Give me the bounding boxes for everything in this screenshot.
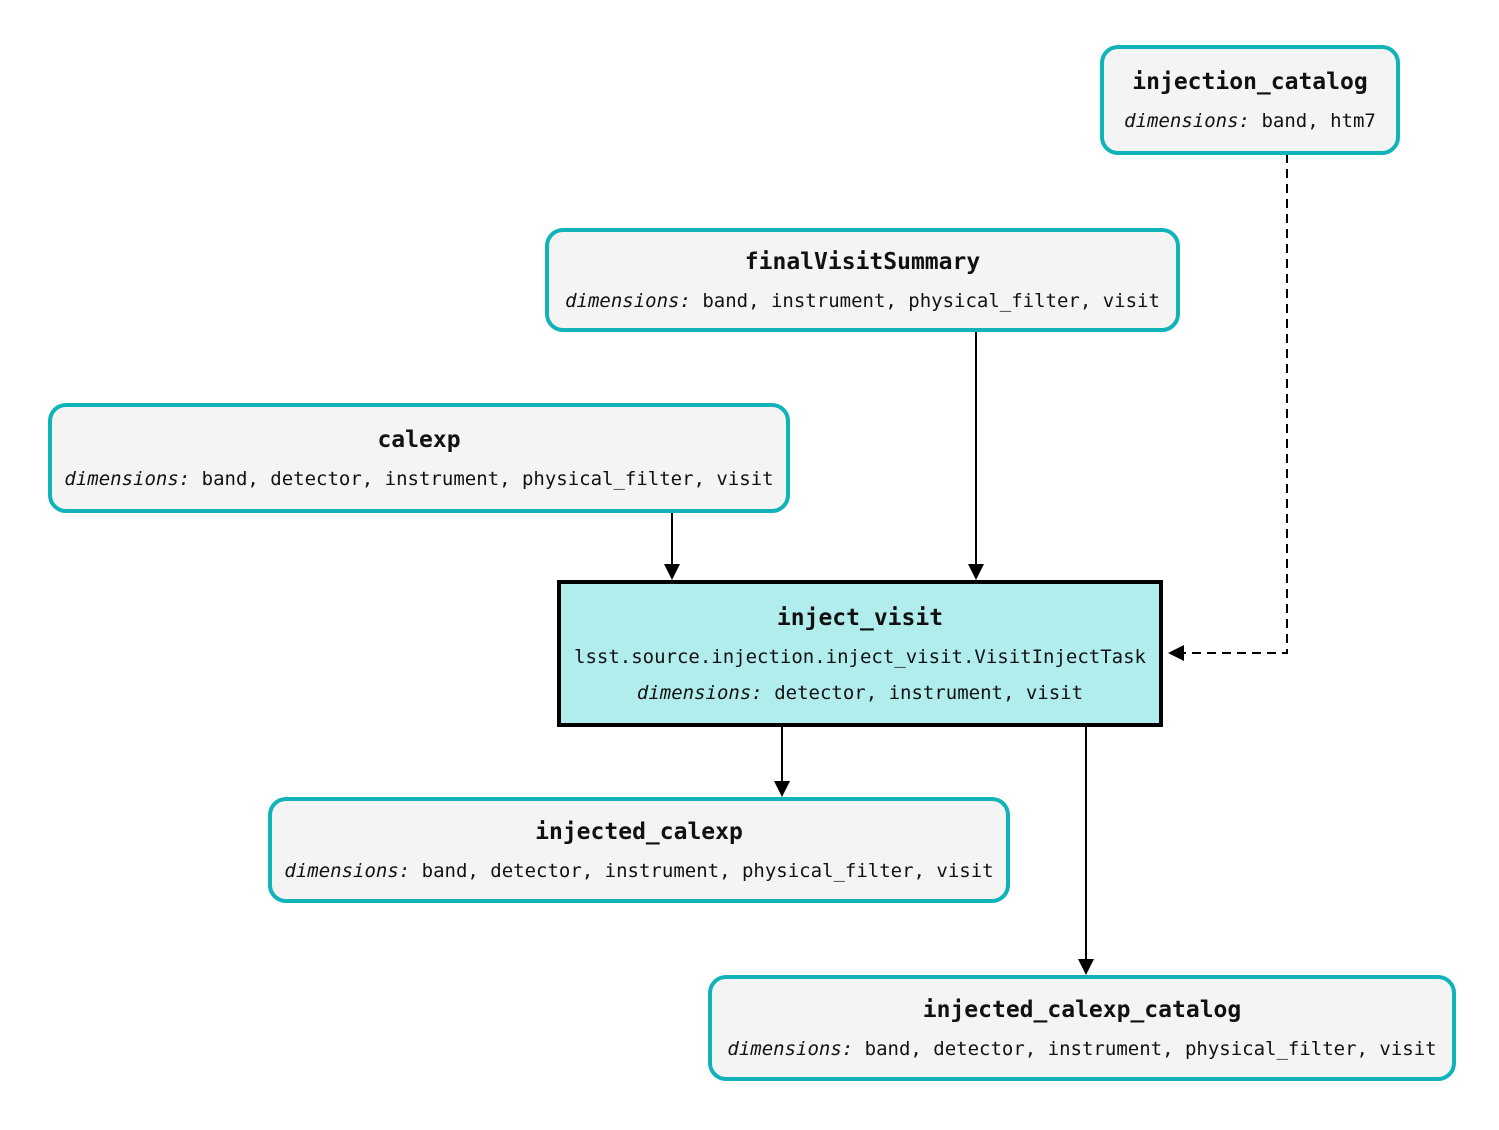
dimensions-value: detector, instrument, visit	[774, 681, 1084, 704]
dimensions-label: dimensions:	[1124, 110, 1250, 132]
dimensions-label: dimensions:	[636, 681, 763, 704]
dimensions-label: dimensions:	[284, 860, 411, 882]
dimensions-value: band, detector, instrument, physical_fil…	[421, 860, 994, 882]
node-injected-calexp-catalog: injected_calexp_catalog dimensions: band,…	[708, 975, 1456, 1081]
edge-finalvisitsummary-to-inject-visit	[968, 331, 984, 580]
node-injection-catalog: injection_catalog dimensions: band, htm7	[1100, 45, 1400, 155]
node-title: injected_calexp_catalog	[922, 997, 1242, 1023]
dimensions-value: band, detector, instrument, physical_fil…	[201, 468, 774, 490]
node-dimensions: dimensions: band, instrument, physical_fi…	[565, 289, 1160, 313]
arrowhead-down-icon	[1078, 959, 1094, 975]
dimensions-label: dimensions:	[727, 1038, 854, 1060]
arrowhead-down-icon	[664, 564, 680, 580]
node-dimensions: dimensions: detector, instrument, visit	[637, 681, 1083, 705]
arrowhead-left-icon	[1168, 645, 1184, 661]
task-class-path: lsst.source.injection.inject_visit.Visit…	[574, 645, 1146, 668]
node-title: inject_visit	[776, 604, 944, 631]
edge-inject-visit-to-injected-calexp	[774, 727, 790, 797]
arrowhead-down-icon	[774, 781, 790, 797]
arrowhead-down-icon	[968, 564, 984, 580]
dimensions-value: band, htm7	[1261, 110, 1376, 132]
node-calexp: calexp dimensions: band, detector, instru…	[48, 403, 790, 513]
node-title: finalVisitSummary	[744, 249, 981, 275]
edge-inject-visit-to-injected-calexp-catalog	[1078, 727, 1094, 975]
dimensions-label: dimensions:	[64, 468, 191, 490]
node-title: injected_calexp	[535, 819, 743, 845]
node-injected-calexp: injected_calexp dimensions: band, detecto…	[268, 797, 1010, 903]
node-dimensions: dimensions: band, htm7	[1124, 109, 1376, 133]
node-inject-visit-task: inject_visit lsst.source.injection.injec…	[557, 580, 1163, 727]
edge-calexp-to-inject-visit	[664, 513, 680, 580]
node-title: injection_catalog	[1132, 69, 1368, 95]
node-dimensions: dimensions: band, detector, instrument, p…	[727, 1037, 1436, 1061]
node-title: calexp	[377, 427, 461, 453]
edge-injection-catalog-to-inject-visit	[1168, 154, 1288, 661]
dimensions-value: band, instrument, physical_filter, visit	[702, 290, 1160, 312]
node-finalvisitsummary: finalVisitSummary dimensions: band, instr…	[545, 228, 1180, 332]
node-dimensions: dimensions: band, detector, instrument, p…	[64, 467, 773, 491]
node-dimensions: dimensions: band, detector, instrument, p…	[284, 859, 993, 883]
dimensions-label: dimensions:	[565, 290, 691, 312]
dimensions-value: band, detector, instrument, physical_fil…	[864, 1038, 1437, 1060]
